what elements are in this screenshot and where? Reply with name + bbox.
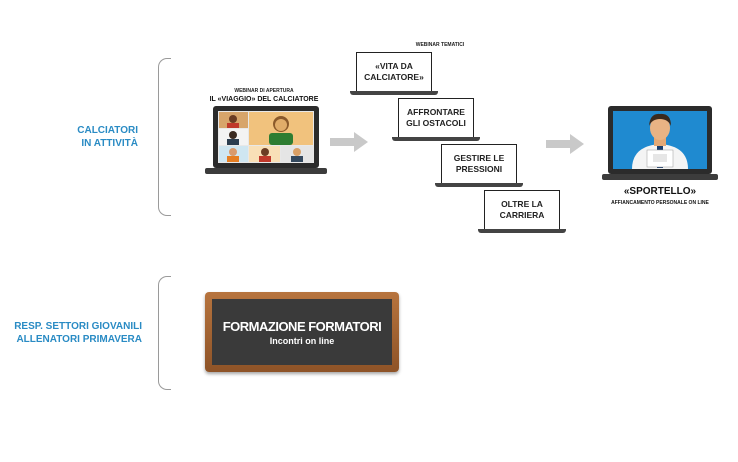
row-label-line: CALCIATORI <box>77 125 138 136</box>
row-label-players: CALCIATORI IN ATTIVITÀ <box>40 124 138 150</box>
step-line: GLI OSTACOLI <box>406 118 466 128</box>
chalkboard-title: FORMAZIONE FORMATORI <box>222 318 382 334</box>
sportello-title: «SPORTELLO» <box>623 186 697 197</box>
step-line: PRESSIONI <box>455 164 503 174</box>
arrow-right-icon <box>546 134 584 154</box>
chalkboard-surface: FORMAZIONE FORMATORI Incontri on line <box>212 299 392 365</box>
webinar-opening-kicker: WEBINAR DI APERTURA <box>234 88 294 94</box>
step-line: OLTRE LA <box>501 199 543 209</box>
row-label-line: ALLENATORI PRIMAVERA <box>16 334 142 345</box>
chalkboard: FORMAZIONE FORMATORI Incontri on line <box>205 292 399 372</box>
sportello-subtitle: AFFIANCAMENTO PERSONALE ON LINE <box>611 200 709 206</box>
row-label-coaches: RESP. SETTORI GIOVANILI ALLENATORI PRIMA… <box>4 320 142 346</box>
bracket-coaches <box>158 276 171 390</box>
step-line: «VITA DA <box>375 61 413 71</box>
arrow-right-icon <box>330 132 368 152</box>
step-line: CALCIATORE» <box>364 72 424 82</box>
webinar-thematic-kicker: WEBINAR TEMATICI <box>415 42 465 48</box>
row-label-line: IN ATTIVITÀ <box>81 138 138 149</box>
row-label-line: RESP. SETTORI GIOVANILI <box>14 321 142 332</box>
step-line: GESTIRE LE <box>453 153 505 163</box>
step-line: AFFRONTARE <box>407 107 465 117</box>
chalkboard-subtitle: Incontri on line <box>269 335 335 346</box>
bracket-players <box>158 58 171 216</box>
consultant-icon <box>602 106 718 180</box>
video-call-icon <box>205 106 327 174</box>
video-call-laptop <box>205 106 327 174</box>
step-line: CARRIERA <box>499 210 545 220</box>
webinar-opening-title: IL «VIAGGIO» DEL CALCIATORE <box>209 96 319 103</box>
consultant-laptop <box>602 106 718 180</box>
